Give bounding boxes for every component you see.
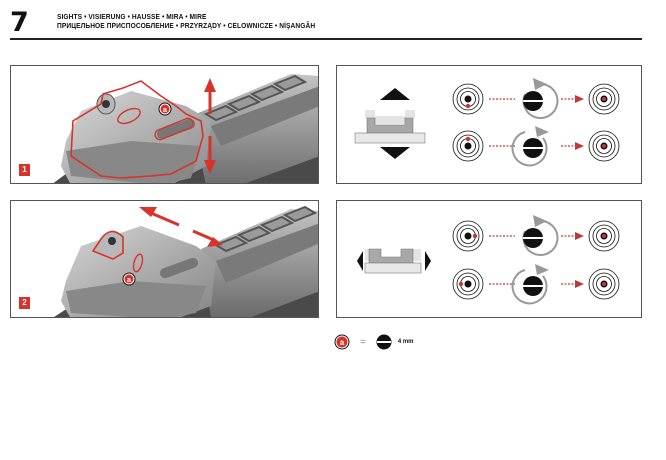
callout-a-icon: a bbox=[334, 334, 350, 350]
target-impact-low-icon bbox=[452, 83, 484, 115]
target-impact-high-icon bbox=[452, 130, 484, 162]
svg-text:a: a bbox=[163, 107, 167, 114]
adjustment-screw-ccw-icon bbox=[522, 78, 559, 119]
windage-adjustment-diagram bbox=[336, 200, 642, 318]
svg-text:a: a bbox=[340, 338, 345, 347]
tool-legend: a = 4 mm bbox=[334, 334, 414, 350]
elevation-adjustment-diagram bbox=[336, 65, 642, 184]
elevation-arrows-icon bbox=[354, 88, 426, 159]
target-centered-icon bbox=[588, 268, 620, 300]
screwdriver-slot-icon bbox=[376, 334, 392, 350]
rear-sight-illustration: a bbox=[53, 74, 318, 183]
target-impact-right-icon bbox=[452, 220, 484, 252]
svg-text:a: a bbox=[127, 277, 131, 284]
adjustment-screw-cw-icon bbox=[511, 264, 549, 305]
target-centered-icon bbox=[588, 83, 620, 115]
callout-a-icon: a bbox=[122, 272, 136, 286]
windage-arrows-icon bbox=[357, 248, 431, 274]
adjustment-screw-cw-icon bbox=[511, 126, 549, 167]
callout-a-icon: a bbox=[158, 102, 172, 116]
figure-2-windage-photo: a 2 bbox=[10, 200, 319, 318]
target-centered-icon bbox=[588, 220, 620, 252]
adjustment-screw-ccw-icon bbox=[522, 215, 559, 256]
elevation-arrow-icon bbox=[204, 78, 216, 174]
target-impact-left-icon bbox=[452, 268, 484, 300]
equals-sign: = bbox=[360, 336, 366, 348]
figure-badge-1: 1 bbox=[19, 164, 30, 176]
target-centered-icon bbox=[588, 130, 620, 162]
figure-badge-2: 2 bbox=[19, 297, 30, 309]
figure-1-elevation-photo: a 1 bbox=[10, 65, 319, 184]
windage-arrow-icon bbox=[139, 207, 223, 247]
rear-sight-illustration: a bbox=[54, 205, 318, 317]
header-rule bbox=[10, 38, 642, 40]
tool-size-label: 4 mm bbox=[397, 339, 414, 345]
section-title-line-1: SIGHTS • VISIERUNG • HAUSSE • MIRA • MIR… bbox=[57, 12, 207, 21]
section-title-line-2: ПРИЦЕЛЬНОЕ ПРИСПОСОБЛЕНИЕ • PRZYRZĄDY • … bbox=[57, 21, 316, 30]
page-number: 7 bbox=[10, 7, 29, 38]
